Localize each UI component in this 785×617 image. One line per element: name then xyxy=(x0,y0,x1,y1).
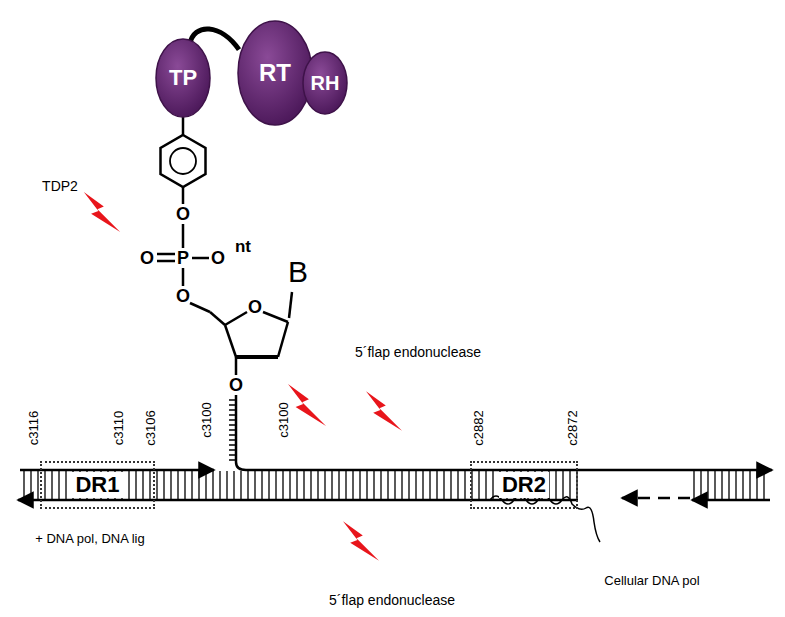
chem-atom: O xyxy=(140,249,154,267)
chem-atom: O xyxy=(229,376,243,394)
node-label: DR1 xyxy=(72,472,122,498)
position-label: c3100 xyxy=(277,402,290,437)
position-label: c3110 xyxy=(112,411,125,445)
protein-domain: RH xyxy=(302,51,348,115)
annotation: TDP2 xyxy=(42,179,78,193)
position-label: c2872 xyxy=(566,410,579,445)
chemical-structure xyxy=(157,117,292,470)
position-label: c3100 xyxy=(200,402,213,437)
position-label: c3106 xyxy=(144,410,157,445)
chem-atom: O xyxy=(176,205,190,223)
node-label: DR2 xyxy=(499,472,549,498)
repeat-box: DR1 xyxy=(40,461,155,509)
protein-domain: TP xyxy=(155,38,211,118)
annotation: 5´flap endonuclease xyxy=(355,345,481,359)
chem-atom: O xyxy=(176,287,190,305)
node-label: TP xyxy=(169,65,197,91)
chem-atom: B xyxy=(288,257,308,287)
chem-atom: nt xyxy=(235,238,251,255)
repeat-box: DR2 xyxy=(470,461,578,509)
annotation: Cellular DNA pol xyxy=(604,574,699,587)
annotation: + DNA pol, DNA lig xyxy=(35,532,144,545)
chem-atom: P xyxy=(177,249,189,267)
protein-domain: RT xyxy=(237,20,313,126)
position-label: c3116 xyxy=(27,411,40,445)
node-label: RH xyxy=(311,72,340,95)
chem-atom: O xyxy=(248,298,262,316)
node-label: RT xyxy=(259,59,291,87)
position-label: c2882 xyxy=(472,410,485,445)
annotation: 5´flap endonuclease xyxy=(329,593,455,607)
chem-atom: O xyxy=(211,249,225,267)
